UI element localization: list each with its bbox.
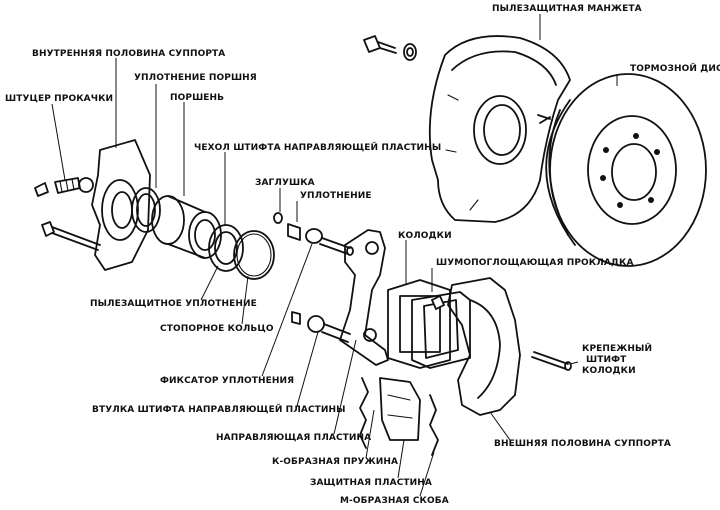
label-dust-seal: ПЫЛЕЗАЩИТНОЕ УПЛОТНЕНИЕ [90, 299, 257, 309]
shield-bolt [363, 35, 417, 61]
label-bleeder: ШТУЦЕР ПРОКАЧКИ [5, 94, 113, 104]
brake-pads [387, 279, 471, 369]
label-pad-pin-1: КРЕПЕЖНЫЙ [582, 342, 652, 354]
label-protective-plate: ЗАЩИТНАЯ ПЛАСТИНА [310, 478, 432, 488]
label-guide-pin-bushing: ВТУЛКА ШТИФТА НАПРАВЛЯЮЩЕЙ ПЛАСТИНЫ [92, 403, 346, 415]
protective-plate [379, 377, 421, 441]
caliper-bolt [41, 221, 101, 251]
label-k-spring: К-ОБРАЗНАЯ ПРУЖИНА [272, 457, 398, 467]
dust-seal [208, 224, 244, 272]
label-pad-pin-2: ШТИФТ [586, 355, 627, 365]
label-guide-pin-boot: ЧЕХОЛ ШТИФТА НАПРАВЛЯЮЩЕЙ ПЛАСТИНЫ [194, 141, 441, 153]
label-seal: УПЛОТНЕНИЕ [300, 191, 372, 201]
guide-plate [339, 229, 389, 366]
label-pad-pin-3: КОЛОДКИ [582, 366, 636, 376]
retaining-ring [233, 230, 275, 280]
label-plug: ЗАГЛУШКА [255, 178, 315, 188]
label-pads: КОЛОДКИ [398, 231, 452, 241]
label-seal-retainer: ФИКСАТОР УПЛОТНЕНИЯ [160, 376, 294, 386]
leader-lines [51, 14, 618, 497]
bleeder-screw [34, 177, 81, 197]
piston [151, 195, 222, 259]
label-m-clip: М-ОБРАЗНАЯ СКОБА [340, 496, 449, 506]
label-outer-caliper: ВНЕШНЯЯ ПОЛОВИНА СУППОРТА [494, 439, 671, 449]
label-anti-squeal-shim: ШУМОПОГЛОЩАЮЩАЯ ПРОКЛАДКА [436, 258, 634, 268]
label-dust-shield: ПЫЛЕЗАЩИТНАЯ МАНЖЕТА [492, 4, 642, 14]
label-inner-caliper: ВНУТРЕННЯЯ ПОЛОВИНА СУППОРТА [32, 49, 225, 59]
m-clip [429, 394, 439, 456]
k-spring [359, 377, 369, 449]
label-piston-seal: УПЛОТНЕНИЕ ПОРШНЯ [134, 73, 257, 83]
brake-disc [545, 73, 707, 267]
outer-caliper-half [447, 277, 521, 416]
pad-retaining-pin [531, 351, 572, 371]
inner-caliper-half [78, 139, 151, 271]
label-piston: ПОРШЕНЬ [170, 93, 224, 103]
label-guide-plate: НАПРАВЛЯЮЩАЯ ПЛАСТИНА [216, 433, 371, 443]
label-retaining-ring: СТОПОРНОЕ КОЛЬЦО [160, 324, 274, 334]
piston-seal [131, 187, 161, 233]
labels: ВНУТРЕННЯЯ ПОЛОВИНА СУППОРТА ШТУЦЕР ПРОК… [5, 4, 720, 506]
dust-shield [428, 35, 571, 223]
guide-pin-upper [273, 212, 354, 256]
guide-pin-lower [291, 311, 351, 343]
